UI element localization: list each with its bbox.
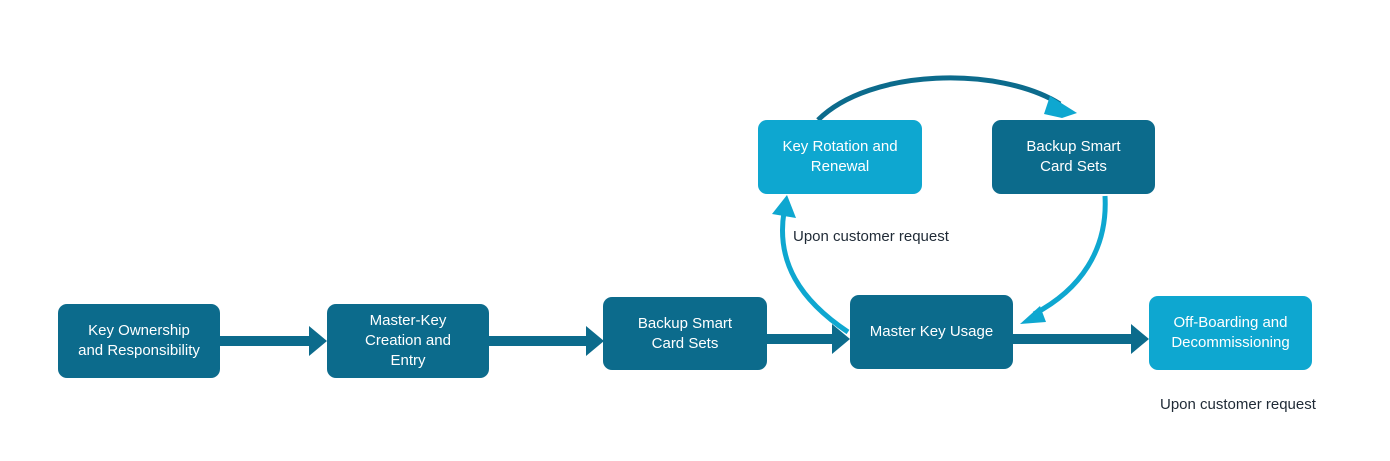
arrow-usage-to-rotation [772, 195, 850, 335]
node-key-rotation-label: Key Rotation and Renewal [782, 138, 898, 175]
node-key-rotation: Key Rotation and Renewal [758, 120, 922, 194]
annotation-rotation-trigger: Upon customer request [793, 228, 949, 245]
node-backup-smart-card-sets-label: Backup Smart Card Sets [637, 314, 733, 352]
node-master-key-usage: Master Key Usage [850, 295, 1013, 369]
node-backup-smart-card-sets: Backup Smart Card Sets [603, 297, 767, 370]
node-off-boarding-label: Off-Boarding and Decommissioning [1171, 314, 1290, 351]
node-off-boarding: Off-Boarding and Decommissioning [1149, 296, 1312, 370]
node-master-key-creation: Master-Key Creation and Entry [327, 304, 489, 378]
arrow-rotation-to-backup [816, 75, 1077, 122]
arrow-ownership-to-creation [220, 326, 327, 356]
arrow-usage-to-offboarding [1013, 324, 1149, 354]
node-backup-smart-card-sets-rotation: Backup Smart Card Sets [992, 120, 1155, 194]
node-backup-smart-card-sets-rotation-label: Backup Smart Card Sets [1026, 138, 1121, 175]
node-key-ownership-label: Key Ownership and Responsibility [78, 322, 200, 359]
arrow-backup-to-usage [767, 324, 850, 354]
arrow-backup-to-usage-return [1020, 195, 1108, 324]
node-key-ownership: Key Ownership and Responsibility [58, 304, 220, 378]
node-master-key-usage-label: Master Key Usage [869, 323, 994, 340]
node-master-key-creation-label: Master-Key Creation and Entry [365, 312, 451, 369]
annotation-offboarding-trigger: Upon customer request [1160, 396, 1316, 413]
arrow-creation-to-backup [489, 326, 604, 356]
